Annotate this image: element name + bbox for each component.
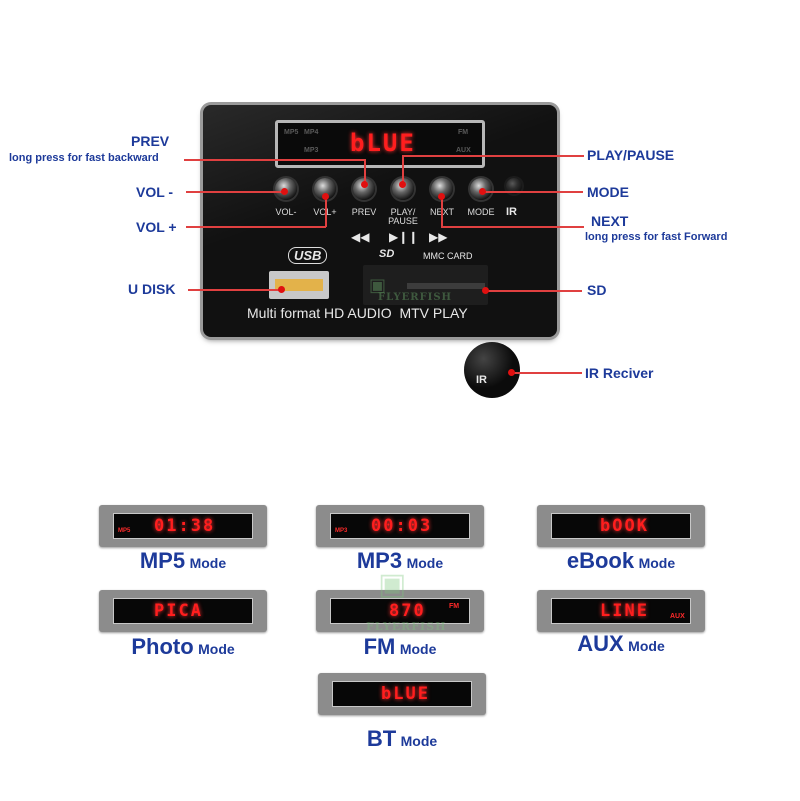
- mode-caption-ebook: eBook Mode: [566, 548, 676, 573]
- mode-digits: bOOK: [600, 516, 649, 536]
- watermark-logo-lower: ▣: [378, 567, 407, 602]
- mode-caption-fm: FM Mode: [363, 634, 437, 659]
- mode-caption-bt: BT Mode: [366, 726, 438, 751]
- mode-digits: bLUE: [381, 684, 430, 704]
- fast-forward-icon: ▶▶: [429, 230, 448, 244]
- mode-callout-label: MODE: [587, 184, 629, 200]
- ir-mark-panel: IR: [506, 206, 517, 218]
- prev-callout-sub: long press for fast backward: [9, 152, 159, 164]
- next-button[interactable]: [431, 178, 453, 200]
- mmc-card-label: MMC CARD: [423, 251, 473, 261]
- mode-caption-mp5: MP5 Mode: [139, 548, 227, 573]
- sd-logo: SD: [379, 248, 395, 260]
- sd-callout-line: [486, 290, 582, 292]
- udisk-callout-line: [188, 289, 280, 291]
- vol-plus-button[interactable]: [314, 178, 336, 200]
- play-pause-callout-line: [402, 155, 584, 157]
- sd-card-slot[interactable]: [363, 265, 488, 305]
- next-dot: [438, 193, 445, 200]
- prev-callout-line-vertical: [364, 159, 366, 183]
- watermark-logo: ▣: [369, 275, 387, 296]
- panel-footer-text: Multi format HD AUDIO MTV PLAY: [247, 305, 468, 321]
- next-callout-line: [441, 226, 584, 228]
- prev-label: PREV: [351, 207, 377, 217]
- vol-minus-dot: [281, 188, 288, 195]
- vol-minus-callout-label: VOL -: [136, 184, 174, 200]
- mode-thumb-bt: bLUE: [318, 673, 486, 715]
- mode-caption-mp3: MP3 Mode: [356, 548, 444, 573]
- mode-tag: MP3: [335, 528, 348, 534]
- vol-minus-label: VOL-: [275, 207, 297, 217]
- prev-button[interactable]: [353, 178, 375, 200]
- rewind-icon: ◀◀: [351, 230, 370, 244]
- mode-digits: 870: [389, 601, 426, 621]
- mode-callout-line: [483, 191, 583, 193]
- next-callout-sub: long press for fast Forward: [585, 231, 728, 243]
- lcd-digits: bLUE: [350, 129, 416, 157]
- play-pause-callout-label: PLAY/PAUSE: [587, 147, 675, 163]
- mode-thumb-aux: LINE AUX: [537, 590, 705, 632]
- mode-label: MODE: [467, 207, 495, 217]
- lcd-tag-aux: AUX: [456, 147, 471, 154]
- player-panel: MP5 MP4 MP3 FM AUX bLUE VOL- VOL+ PREV P…: [203, 105, 557, 337]
- lcd-tag-mp4: MP4: [304, 129, 319, 136]
- play-pause-callout-line-vertical: [402, 155, 404, 183]
- vol-plus-dot: [322, 193, 329, 200]
- mode-thumb-photo: PICA: [99, 590, 267, 632]
- sd-dot: [482, 287, 489, 294]
- prev-callout-label: PREV: [131, 133, 170, 149]
- ir-sensor: [506, 178, 522, 194]
- ir-callout-line: [512, 372, 582, 374]
- lcd-tag-fm: FM: [458, 129, 469, 136]
- play-pause-button[interactable]: [392, 178, 414, 200]
- lcd-tag-mp5: MP5: [284, 129, 299, 136]
- play-pause-dot: [399, 181, 406, 188]
- mode-caption-aux: AUX Mode: [577, 631, 665, 656]
- mode-tag: FM: [449, 603, 460, 610]
- mode-tag: AUX: [670, 613, 685, 620]
- udisk-dot: [278, 286, 285, 293]
- sd-callout-label: SD: [587, 282, 607, 298]
- mode-thumb-mp3: MP3 00:03: [316, 505, 484, 547]
- mode-caption-photo: Photo Mode: [131, 634, 235, 659]
- vol-plus-callout-line-vertical: [325, 196, 327, 227]
- mode-digits: PICA: [154, 601, 203, 621]
- vol-minus-callout-line: [186, 191, 284, 193]
- usb-logo: USB: [288, 247, 328, 264]
- ir-dot: [508, 369, 515, 376]
- mode-digits: 00:03: [371, 516, 433, 536]
- lcd-tag-mp3: MP3: [304, 147, 319, 154]
- vol-plus-callout-line: [186, 226, 326, 228]
- mode-thumb-fm: 870 FM: [316, 590, 484, 632]
- ir-receiver-mark: IR: [476, 374, 487, 386]
- mode-dot: [479, 188, 486, 195]
- mode-thumb-ebook: bOOK: [537, 505, 705, 547]
- udisk-callout-label: U DISK: [128, 281, 176, 297]
- next-callout-label: NEXT: [591, 213, 629, 229]
- watermark-text: FLYERFISH: [378, 292, 453, 303]
- ir-callout-label: IR Reciver: [585, 365, 654, 381]
- watermark-text-lower: FLYERFISH: [366, 620, 447, 633]
- mode-tag: MP5: [118, 528, 131, 534]
- mode-thumb-mp5: MP5 01:38: [99, 505, 267, 547]
- mode-digits: LINE: [600, 601, 649, 621]
- mode-digits: 01:38: [154, 516, 216, 536]
- vol-plus-label: VOL+: [302, 208, 348, 217]
- prev-dot: [361, 181, 368, 188]
- main-lcd-display: MP5 MP4 MP3 FM AUX bLUE: [275, 120, 485, 168]
- play-pause-icon: ▶❙❙: [389, 230, 419, 244]
- vol-plus-callout-label: VOL +: [136, 219, 177, 235]
- usb-port[interactable]: [269, 271, 329, 299]
- next-callout-line-vertical: [441, 196, 443, 227]
- prev-callout-line: [184, 159, 364, 161]
- play-pause-label: PLAY/ PAUSE: [388, 207, 418, 226]
